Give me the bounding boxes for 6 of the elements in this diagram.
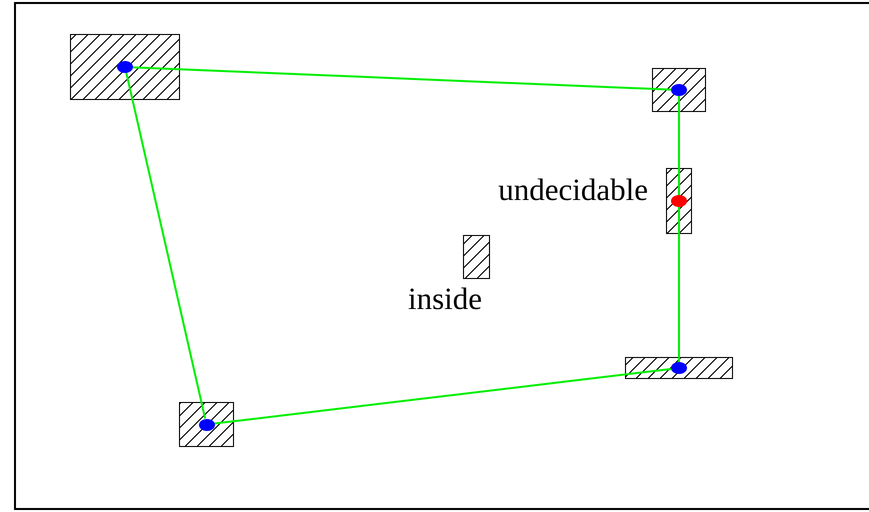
box-label: inside bbox=[406, 283, 484, 314]
box-label: undecidable bbox=[497, 174, 648, 205]
connector-line bbox=[132, 66, 672, 91]
connector-line bbox=[678, 96, 680, 362]
connector-line bbox=[214, 368, 672, 425]
connector-line bbox=[125, 72, 206, 419]
